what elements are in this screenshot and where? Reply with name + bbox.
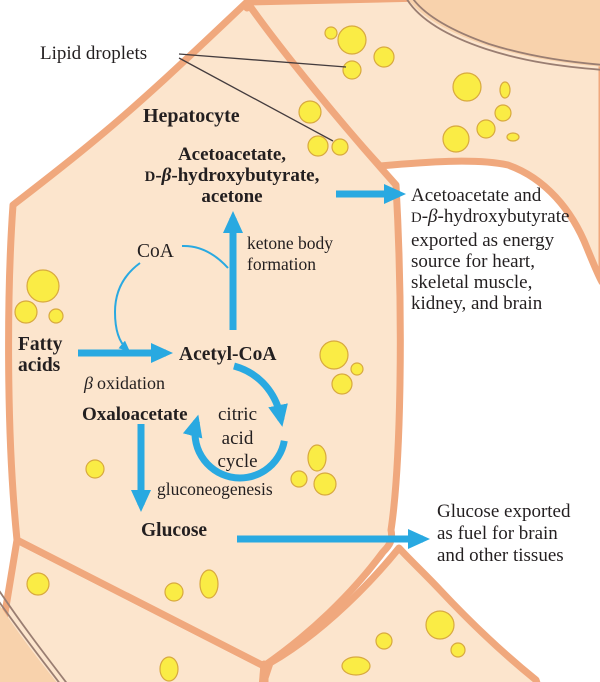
ketone-export-line2: D-β-hydroxybutyrate [411, 206, 570, 228]
lipid-droplet [342, 60, 362, 80]
ketone-products-line1: Acetoacetate, [177, 144, 287, 165]
lipid-droplet [319, 340, 349, 370]
lipid-droplet [373, 46, 395, 68]
membrane-stem-bottom [258, 660, 268, 682]
ketone-export-text: Acetoacetate and D-β-hydroxybutyrate exp… [411, 185, 570, 315]
coa-recycle-curve-lower [113, 262, 141, 352]
lipid-droplet [442, 125, 470, 153]
lipid-droplet [307, 135, 329, 157]
lipid-droplets-leader-lines [178, 53, 347, 142]
lipid-droplet [350, 362, 364, 376]
lipid-droplet [331, 373, 353, 395]
citric-cycle-circle-arrow [182, 414, 288, 482]
lipid-droplet [199, 569, 219, 599]
membrane-stem-top [243, 0, 253, 12]
lipid-droplets [14, 25, 520, 682]
lipid-droplet [313, 472, 337, 496]
hepatocyte-label: Hepatocyte [143, 105, 240, 127]
double-membrane-top-right-outer [406, 0, 600, 71]
lipid-droplet [159, 656, 179, 682]
lipid-droplet [14, 300, 38, 324]
coa-recycle-curve-upper [181, 244, 229, 269]
lipid-droplet [476, 119, 496, 139]
double-membrane-top-right-inner [412, 0, 600, 66]
lipid-droplet [307, 444, 327, 472]
lipid-droplet [494, 104, 512, 122]
neighbor-cell-bottom-right [261, 544, 541, 682]
lipid-droplet [341, 656, 371, 676]
double-membrane-bottom-left-inner [0, 601, 60, 682]
ketone-body-formation-label: ketone body formation [247, 233, 334, 274]
glucose-label: Glucose [141, 520, 208, 541]
oxaloacetate-label: Oxaloacetate [82, 404, 188, 425]
lipid-droplet [48, 308, 64, 324]
lipid-droplet [85, 459, 105, 479]
lipid-droplet [298, 100, 322, 124]
ketone-products-label: Acetoacetate, D-β-hydroxybutyrate, aceto… [126, 144, 338, 208]
acetyl-coa-label: Acetyl-CoA [179, 344, 277, 365]
leader-line [178, 57, 334, 142]
pathway-arrows [78, 184, 430, 549]
gluconeogenesis-label: gluconeogenesis [157, 479, 273, 499]
citric-cycle-entry-arrow [232, 362, 288, 427]
lipid-droplets-label: Lipid droplets [40, 43, 148, 64]
corner-cell-top-right [408, 0, 600, 67]
lipid-droplet [290, 470, 308, 488]
fatty-acids-label: Fatty acids [18, 334, 63, 376]
ketone-products-line3: acetone [201, 186, 263, 207]
lipid-droplet [26, 269, 60, 303]
lipid-droplet [450, 642, 466, 658]
lipid-droplet [26, 572, 50, 596]
lipid-droplet [331, 138, 349, 156]
lipid-droplet [499, 81, 511, 99]
lipid-droplet [452, 72, 482, 102]
leader-line [178, 53, 347, 68]
coa-label: CoA [137, 241, 174, 262]
lipid-droplet [337, 25, 367, 55]
ketone-products-line2: D-β-hydroxybutyrate, [144, 164, 320, 186]
citric-acid-cycle-label: citric acid cycle [217, 404, 258, 472]
lipid-droplet [425, 610, 455, 640]
lipid-droplet [164, 582, 184, 602]
lipid-droplet [375, 632, 393, 650]
glucose-export-text: Glucose exported as fuel for brain and o… [437, 501, 571, 566]
lipid-droplet [324, 26, 338, 40]
lipid-droplet [506, 132, 520, 142]
corner-cell-bottom-left [0, 605, 57, 682]
double-membrane-bottom-left-outer [0, 590, 68, 682]
